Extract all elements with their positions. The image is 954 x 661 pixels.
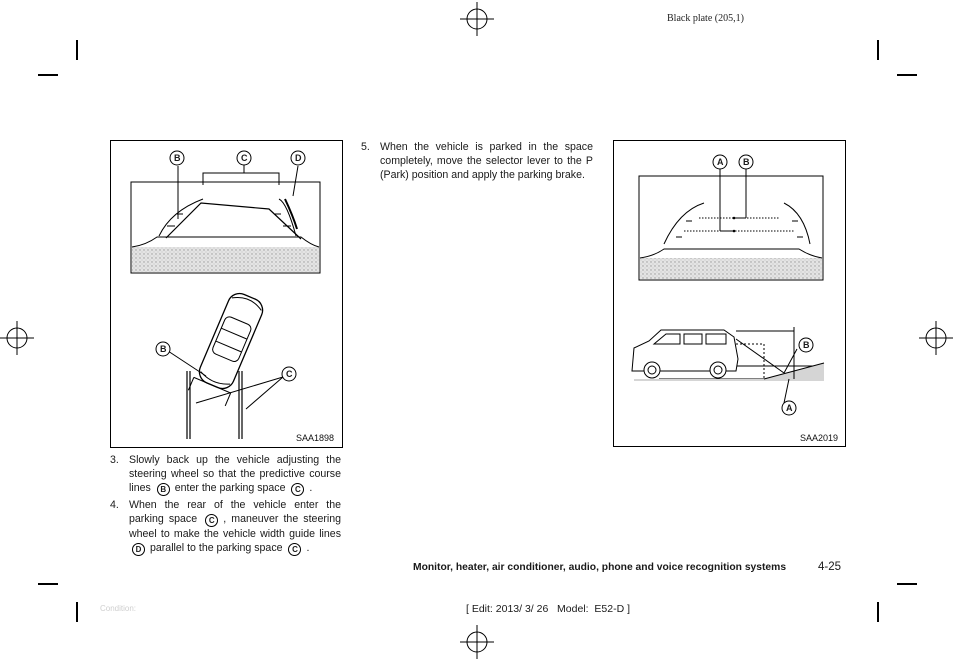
marker-d: D (132, 543, 145, 556)
marker-c: C (291, 483, 305, 496)
callout-b: B (174, 153, 181, 163)
section-title: Monitor, heater, air conditioner, audio,… (413, 562, 787, 573)
step-4: 4. When the rear of the vehicle enter th… (110, 498, 341, 558)
edit-info: [ Edit: 2013/ 3/ 26 Model: E52-D ] (466, 603, 631, 615)
marker-b: B (156, 483, 170, 496)
step-text: When the vehicle is parked in the space … (380, 141, 593, 181)
registration-mark-left (0, 321, 34, 355)
step-text: parallel to the parking space (150, 542, 283, 554)
registration-mark-right (919, 321, 953, 355)
step-text: . (306, 542, 310, 554)
step-text: enter the parking space (174, 482, 286, 494)
step-text: When the rear of the vehicle enter the p… (129, 499, 341, 525)
plate-info: Black plate (205,1) (667, 13, 744, 24)
callout-d: D (295, 153, 302, 163)
figure-parked-view: A B B A SAA2019 (613, 140, 846, 447)
callout-a-lower: A (786, 403, 793, 413)
page-number: 4-25 (818, 561, 842, 573)
step-5: 5. When the vehicle is parked in the spa… (361, 140, 593, 186)
step-body: When the vehicle is parked in the space … (380, 140, 593, 182)
step-text: Slowly back up the vehicle adjusting the… (129, 454, 341, 494)
callout-c: C (241, 153, 248, 163)
step-body: Slowly back up the vehicle adjusting the… (129, 453, 341, 496)
figure-code: SAA1898 (296, 433, 335, 443)
parking-guide-illustration (130, 150, 321, 439)
callout-b-right-lower: B (803, 340, 810, 350)
callout-a: A (717, 157, 724, 167)
registration-mark-top (460, 2, 494, 36)
step-text: . (309, 482, 313, 494)
step-body: When the rear of the vehicle enter the p… (129, 498, 341, 556)
condition-label: Condition: (100, 604, 137, 613)
marker-c: C (288, 543, 302, 556)
step-number: 4. (110, 499, 119, 511)
callout-b-right: B (743, 157, 750, 167)
step-number: 3. (110, 454, 119, 466)
step-text: , maneuver the steering wheel to make th… (129, 513, 341, 540)
marker-c: C (205, 514, 219, 527)
callout-b-lower: B (160, 344, 167, 354)
step-number: 5. (361, 141, 370, 153)
step-3: 3. Slowly back up the vehicle adjusting … (110, 453, 341, 497)
callout-c-lower: C (286, 369, 293, 379)
registration-mark-bottom (460, 625, 494, 659)
parked-view-illustration (631, 154, 825, 416)
figure-code-right: SAA2019 (800, 433, 839, 443)
figure-parking-guide: B C D B C SAA1898 (110, 140, 343, 448)
